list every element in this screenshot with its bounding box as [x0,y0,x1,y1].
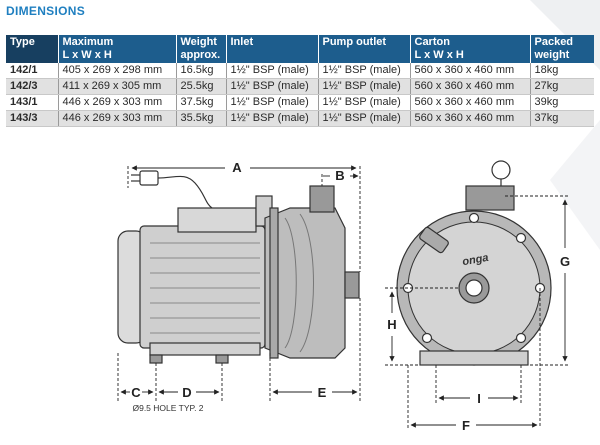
cell-maximum: 405 x 269 x 298 mm [57,63,176,79]
dim-label-d: D [182,385,191,400]
dim-label-a: A [232,160,242,175]
cell-inlet: 1½" BSP (male) [225,94,318,111]
side-dimension-lines [117,165,361,403]
hole-note: Ø9.5 HOLE TYP. 2 [132,403,203,413]
cell-weight: 37.5kg [175,94,226,111]
header-type: Type [6,35,58,63]
page-title: DIMENSIONS [6,4,86,18]
power-plug-icon [131,170,213,209]
dim-label-f: F [462,418,470,433]
cell-packed-weight: 39kg [529,94,594,111]
pump-front-view [396,160,552,366]
front-dimension-lines [385,195,570,428]
cell-type: 143/1 [6,94,58,111]
cell-type: 142/1 [6,63,58,79]
cell-type: 142/3 [6,78,58,95]
cell-carton: 560 x 360 x 460 mm [409,63,530,79]
cell-inlet: 1½" BSP (male) [225,63,318,79]
pump-dimension-diagram: A B C D E Ø9.5 HOLE TYP. 2 onga [117,160,570,433]
table-row: 142/3 411 x 269 x 305 mm 25.5kg 1½" BSP … [6,78,594,95]
cell-weight: 35.5kg [175,110,226,127]
cell-pump-outlet: 1½" BSP (male) [317,78,410,95]
cell-carton: 560 x 360 x 460 mm [409,78,530,95]
cell-inlet: 1½" BSP (male) [225,110,318,127]
cell-pump-outlet: 1½" BSP (male) [317,110,410,127]
cell-maximum: 411 x 269 x 305 mm [57,78,176,95]
cell-carton: 560 x 360 x 460 mm [409,94,530,111]
dim-label-c: C [131,385,141,400]
brand-label: onga [461,252,489,268]
table-row: 143/1 446 x 269 x 303 mm 37.5kg 1½" BSP … [6,94,594,111]
header-inlet: Inlet [225,35,318,63]
cell-pump-outlet: 1½" BSP (male) [317,94,410,111]
cell-packed-weight: 27kg [529,78,594,95]
cell-inlet: 1½" BSP (male) [225,78,318,95]
cell-weight: 25.5kg [175,78,226,95]
table-row: 143/3 446 x 269 x 303 mm 35.5kg 1½" BSP … [6,110,594,127]
dim-label-g: G [560,254,570,269]
cell-pump-outlet: 1½" BSP (male) [317,63,410,79]
table-row: 142/1 405 x 269 x 298 mm 16.5kg 1½" BSP … [6,63,594,79]
dim-label-e: E [318,385,327,400]
cell-maximum: 446 x 269 x 303 mm [57,94,176,111]
cell-carton: 560 x 360 x 460 mm [409,110,530,127]
cell-type: 143/3 [6,110,58,127]
header-pump-outlet: Pump outlet [317,35,410,63]
dim-label-h: H [387,317,396,332]
dim-label-b: B [335,168,344,183]
cell-packed-weight: 18kg [529,63,594,79]
cell-weight: 16.5kg [175,63,226,79]
pump-side-view [117,170,360,364]
cell-packed-weight: 37kg [529,110,594,127]
dim-label-i: I [477,391,481,406]
cell-maximum: 446 x 269 x 303 mm [57,110,176,127]
